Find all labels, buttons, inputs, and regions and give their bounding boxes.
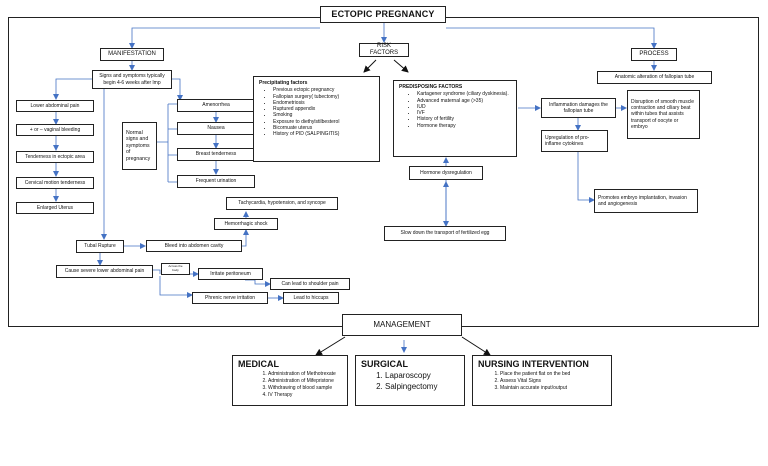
arrow-mgmt-to-nursing (461, 336, 491, 356)
page-title: ECTOPIC PREGNANCY (320, 6, 446, 23)
left-chain-5: Enlarged Uterus (16, 202, 94, 214)
arrow-risk-to-precip (363, 59, 377, 73)
surgical-box: SURGICAL Laparoscopy Salpingectomy (355, 355, 465, 406)
arrow-risk-to-predis (393, 59, 409, 73)
hemorrhagic-shock-box: Hemorrhagic shock (214, 218, 278, 230)
medical-title: MEDICAL (238, 359, 279, 369)
nursing-box: NURSING INTERVENTION Place the patient f… (472, 355, 612, 406)
phrenic-box: Phrenic nerve irritation (192, 292, 268, 304)
slow-transport-box: Slow down the transport of fertilized eg… (384, 226, 506, 241)
medical-item: Withdrawing of blood sample (268, 385, 336, 392)
medical-item: Administration of Mifepristone (268, 378, 336, 385)
line-peritoneum-to-shoulder (245, 279, 271, 287)
precipitating-item: Endometriosis (273, 100, 339, 106)
shoulder-pain-box: Can lead to shoulder pain (270, 278, 350, 290)
arrow-to-process (446, 27, 657, 49)
predisposing-title: PREDISPOSING FACTORS (399, 84, 463, 90)
precipitating-item: Previous ectopic pregnancy (273, 87, 339, 93)
normal-signs-label: Normal signs and symptoms of pregnancy (122, 122, 157, 170)
hormone-dysregulation-box: Hormone dysregulation (409, 166, 483, 180)
management-header: MANAGEMENT (342, 314, 462, 336)
nursing-item: Assess Vital Signs (500, 378, 570, 385)
nursing-item: Place the patient flat on the bed (500, 371, 570, 378)
precipitating-item: Exposure to diethylstilbesterol (273, 119, 339, 125)
line-pain-to-note (153, 269, 161, 274)
nursing-title: NURSING INTERVENTION (478, 359, 589, 369)
normal-sign-4: Frequent urination (177, 175, 255, 188)
onset-box: Signs and symptoms typically begin 4-6 w… (92, 70, 172, 89)
arrow-mgmt-to-medical (315, 336, 346, 356)
left-chain-2: + or – vaginal bleeding (16, 124, 94, 136)
arrow-to-manifestation (129, 27, 320, 49)
line-bleed-to-shock (242, 229, 249, 247)
precipitating-list: Previous ectopic pregnancy Fallopian sur… (259, 87, 339, 137)
normal-sign-3: Breast tenderness (177, 148, 255, 161)
tubal-rupture-box: Tubal Rupture (76, 240, 124, 253)
predisposing-factors-box: PREDISPOSING FACTORS Kartagener syndrome… (393, 80, 517, 157)
inflammation-box: Inflammation damages the fallopian tube (541, 98, 616, 118)
process-header: PROCESS (631, 48, 677, 61)
medical-box: MEDICAL Administration of Methotrexate A… (232, 355, 348, 406)
predisposing-item: Hormone therapy (417, 123, 509, 129)
promotes-box: Promotes embryo implantation, invasion a… (594, 189, 698, 213)
disruption-box: Disruption of smooth muscle contraction … (627, 90, 700, 139)
precipitating-title: Precipitating factors (259, 80, 308, 86)
peritoneum-box: Irritate peritoneum (198, 268, 263, 280)
hiccups-box: Lead to hiccups (283, 292, 339, 304)
precipitating-item: Bicornuate uterus (273, 125, 339, 131)
precipitating-item: Fallopian surgery( tubectomy) (273, 94, 339, 100)
predisposing-item: IUD (417, 104, 509, 110)
predisposing-item: History of fertility (417, 116, 509, 122)
normal-sign-1: Amenorrhea (177, 99, 255, 112)
surgical-list: Laparoscopy Salpingectomy (361, 371, 437, 392)
line-norm-bracket (157, 103, 177, 183)
normal-sign-2: Nausea (177, 122, 255, 135)
predisposing-item: IVF (417, 110, 509, 116)
line-pain-to-phrenic (159, 276, 193, 298)
left-chain-3: Tenderness in ectopic area (16, 151, 94, 163)
precipitating-item: History of PID (SALPINGITIS) (273, 131, 339, 137)
predisposing-list: Kartagener syndrome (ciliary dyskinesia)… (399, 91, 509, 129)
surgical-title: SURGICAL (361, 359, 408, 369)
medical-list: Administration of Methotrexate Administr… (238, 371, 336, 398)
precipitating-factors-box: Precipitating factors Previous ectopic p… (253, 76, 380, 162)
nursing-list: Place the patient flat on the bed Assess… (478, 371, 570, 391)
precipitating-item: Smoking (273, 112, 339, 118)
surgical-item: Salpingectomy (385, 382, 437, 392)
line-upregulation-to-promotes (577, 152, 595, 203)
outer-frame (8, 17, 759, 327)
tachycardia-box: Tachycardia, hypotension, and syncope (226, 197, 338, 210)
precipitating-item: Ruptured appendix (273, 106, 339, 112)
medical-item: IV Therapy (268, 392, 336, 399)
medical-item: Administration of Methotrexate (268, 371, 336, 378)
left-chain-4: Cervical motion tenderness (16, 177, 94, 189)
manifestation-header: MANIFESTATION (100, 48, 164, 61)
surgical-item: Laparoscopy (385, 371, 437, 381)
line-onset-left (53, 78, 92, 100)
line-onset-right (172, 78, 183, 101)
predisposing-item: Advanced maternal age (>35) (417, 98, 509, 104)
risk-factors-header: RISK FACTORS (359, 43, 409, 57)
severe-pain-box: Cause severe lower abdominal pain (56, 265, 153, 278)
left-chain-1: Lower abdominal pain (16, 100, 94, 112)
small-note-box: Across the body (161, 263, 190, 275)
predisposing-item: Kartagener syndrome (ciliary dyskinesia)… (417, 91, 509, 97)
upregulation-box: Upregulation of pro-inflame cytokines (541, 130, 608, 152)
bleed-box: Bleed into abdomen cavity (146, 240, 242, 252)
alteration-box: Anatomic alteration of fallopian tube (597, 71, 712, 84)
nursing-item: Maintain accurate input/output (500, 385, 570, 392)
